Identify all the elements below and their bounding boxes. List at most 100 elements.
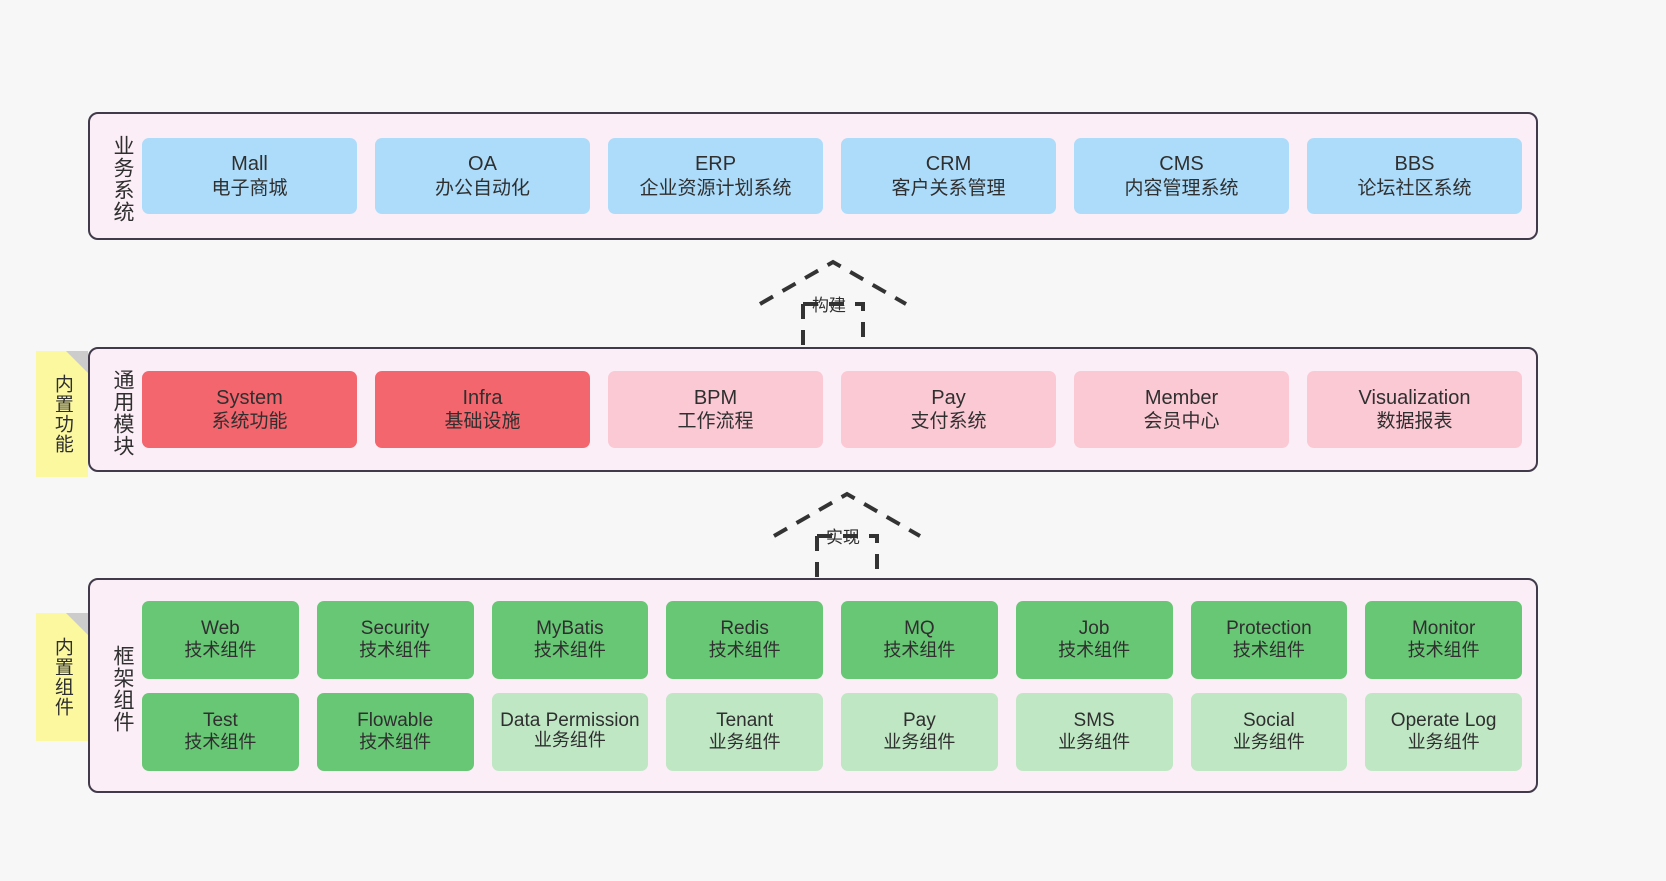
card-title-cn: 基础设施 [444, 411, 521, 433]
card-title-en: Monitor [1411, 617, 1476, 639]
card-title-en: Web [201, 617, 240, 639]
layer-framework-component: 框架组件 Web 技术组件 Security 技术组件 MyBatis 技术组件… [88, 578, 1538, 793]
layer-body-framework: Web 技术组件 Security 技术组件 MyBatis 技术组件 Redi… [134, 580, 1536, 791]
card-title-cn: 系统功能 [211, 411, 288, 433]
card-monitor[interactable]: Monitor 技术组件 [1365, 600, 1522, 679]
layer-body-business: Mall 电子商城 OA 办公自动化 ERP 企业资源计划系统 CRM 客户关系… [134, 114, 1536, 238]
card-title-cn: 技术组件 [1232, 640, 1305, 661]
card-title-en: Security [360, 617, 430, 639]
card-pay[interactable]: Pay 支付系统 [841, 371, 1056, 448]
card-data-permission[interactable]: Data Permission 业务组件 [491, 692, 649, 771]
card-title-cn: 技术组件 [359, 640, 432, 661]
card-title-en: Member [1144, 386, 1219, 409]
card-title-en: Operate Log [1390, 709, 1497, 731]
card-row: Web 技术组件 Security 技术组件 MyBatis 技术组件 Redi… [142, 600, 1522, 679]
card-redis[interactable]: Redis 技术组件 [666, 600, 823, 679]
card-title-cn: 技术组件 [883, 640, 956, 661]
card-sms[interactable]: SMS 业务组件 [1015, 692, 1173, 771]
arrowhead-outline [773, 491, 921, 538]
card-mall[interactable]: Mall 电子商城 [142, 138, 357, 214]
card-web[interactable]: Web 技术组件 [142, 600, 299, 679]
card-title-cn: 业务组件 [708, 732, 781, 753]
card-title-en: OA [468, 153, 497, 176]
card-title-cn: 技术组件 [708, 640, 781, 661]
layer-title-common: 通用模块 [111, 368, 134, 457]
arrow-stem [815, 534, 879, 580]
connector-build [759, 259, 907, 348]
arrowhead-outline [759, 259, 907, 306]
card-row: Mall 电子商城 OA 办公自动化 ERP 企业资源计划系统 CRM 客户关系… [142, 138, 1522, 214]
card-title-cn: 企业资源计划系统 [639, 177, 792, 199]
card-title-en: Redis [720, 617, 769, 639]
layer-body-common: System 系统功能 Infra 基础设施 BPM 工作流程 Pay 支付系统… [134, 349, 1536, 470]
card-tenant[interactable]: Tenant 业务组件 [666, 692, 823, 771]
card-flowable[interactable]: Flowable 技术组件 [316, 692, 474, 771]
layer-business-system: 业务系统 Mall 电子商城 OA 办公自动化 ERP 企业资源计划系统 CRM [88, 112, 1538, 240]
card-title-en: MyBatis [536, 617, 604, 639]
card-title-en: Test [202, 709, 238, 731]
layer-title-framework: 框架组件 [111, 644, 134, 733]
card-member[interactable]: Member 会员中心 [1074, 371, 1289, 448]
layer-common-module: 通用模块 System 系统功能 Infra 基础设施 BPM 工作流程 Pay [88, 347, 1538, 472]
card-title-cn: 技术组件 [1407, 640, 1480, 661]
card-bbs[interactable]: BBS 论坛社区系统 [1307, 138, 1522, 214]
card-title-en: Tenant [716, 709, 774, 731]
card-title-cn: 办公自动化 [434, 177, 530, 199]
connector-implement [773, 491, 921, 580]
card-title-cn: 支付系统 [910, 411, 987, 433]
card-system[interactable]: System 系统功能 [142, 371, 357, 448]
card-protection[interactable]: Protection 技术组件 [1190, 600, 1348, 679]
card-title-cn: 技术组件 [1058, 640, 1131, 661]
card-title-cn: 会员中心 [1143, 411, 1220, 433]
card-security[interactable]: Security 技术组件 [316, 600, 474, 679]
card-title-en: Flowable [357, 709, 434, 731]
card-title-cn: 技术组件 [184, 640, 257, 661]
card-mq[interactable]: MQ 技术组件 [841, 600, 998, 679]
connector-implement-label: 实现 [826, 528, 860, 547]
card-title-en: Job [1078, 617, 1110, 639]
card-operate-log[interactable]: Operate Log 业务组件 [1365, 692, 1522, 771]
card-title-en: System [216, 386, 283, 409]
arrow-stem [801, 302, 865, 348]
card-oa[interactable]: OA 办公自动化 [375, 138, 590, 214]
card-title-cn: 技术组件 [184, 732, 257, 753]
card-title-cn: 业务组件 [883, 732, 956, 753]
card-pay-component[interactable]: Pay 业务组件 [841, 692, 998, 771]
card-title-en: Protection [1226, 617, 1312, 639]
card-title-en: CMS [1159, 153, 1204, 176]
connector-build-label: 构建 [812, 296, 846, 315]
card-title-en: CRM [925, 153, 972, 176]
note-builtin-feature: 内置功能 [36, 351, 88, 477]
card-title-en: Mall [231, 153, 268, 176]
card-title-cn: 业务组件 [1407, 732, 1480, 753]
card-title-en: Infra [462, 386, 503, 409]
card-crm[interactable]: CRM 客户关系管理 [841, 138, 1056, 214]
card-test[interactable]: Test 技术组件 [142, 692, 299, 771]
note-label: 内置组件 [51, 637, 73, 717]
card-title-en: Pay [931, 386, 966, 409]
card-title-en: SMS [1073, 709, 1115, 731]
card-title-en: Social [1243, 709, 1295, 731]
card-title-cn: 工作流程 [677, 411, 754, 433]
card-title-cn: 客户关系管理 [891, 177, 1006, 199]
card-row: Test 技术组件 Flowable 技术组件 Data Permission … [142, 692, 1522, 771]
note-fold-icon [66, 613, 88, 635]
note-builtin-component: 内置组件 [36, 613, 88, 741]
card-title-cn: 业务组件 [1058, 732, 1131, 753]
card-title-en: BPM [693, 386, 738, 409]
card-social[interactable]: Social 业务组件 [1190, 692, 1348, 771]
note-fold-icon [66, 351, 88, 373]
card-title-cn: 业务组件 [1232, 732, 1305, 753]
card-bpm[interactable]: BPM 工作流程 [608, 371, 823, 448]
card-erp[interactable]: ERP 企业资源计划系统 [608, 138, 823, 214]
card-title-cn: 内容管理系统 [1124, 177, 1239, 199]
card-title-en: Data Permission [500, 709, 640, 731]
card-title-en: Visualization [1358, 386, 1471, 409]
card-job[interactable]: Job 技术组件 [1015, 600, 1173, 679]
layer-title-business: 业务系统 [111, 135, 134, 223]
card-visualization[interactable]: Visualization 数据报表 [1307, 371, 1522, 448]
card-mybatis[interactable]: MyBatis 技术组件 [491, 600, 649, 679]
note-label: 内置功能 [51, 374, 73, 454]
card-cms[interactable]: CMS 内容管理系统 [1074, 138, 1289, 214]
card-infra[interactable]: Infra 基础设施 [375, 371, 590, 448]
